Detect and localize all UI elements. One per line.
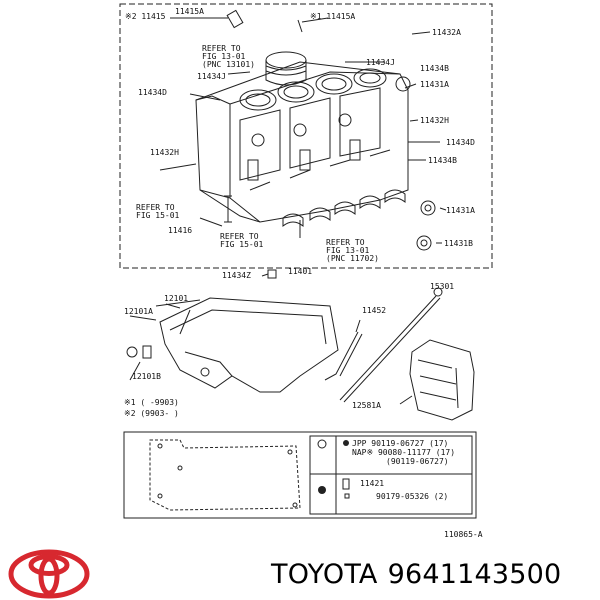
legend-frame — [123, 431, 477, 519]
label-fig-15-01-a: FIG 15-01 — [136, 211, 180, 220]
gasket-drawing — [149, 439, 301, 511]
label-pnc-13101: (PNC 13101) — [202, 60, 255, 69]
label-11434j-left: 11434J — [197, 72, 226, 81]
brand-name: TOYOTA — [271, 559, 378, 590]
label-11434b-top: 11434B — [420, 64, 449, 73]
figure-number: 110865-A — [444, 530, 483, 539]
label-11432a: 11432A — [432, 28, 461, 37]
label-fig-13-01: FIG 13-01 — [202, 52, 246, 61]
dipstick-guide-drawing — [324, 331, 363, 381]
oil-pan-drawing — [155, 297, 339, 393]
oil-baffle-drawing — [409, 339, 475, 421]
label-15301: 15301 — [430, 282, 455, 291]
label-11431a-mid: 11431A — [446, 206, 475, 215]
label-refer-to-1: REFER TO — [202, 44, 241, 53]
label-11434d-right: 11434D — [446, 138, 475, 147]
label-refer-to-2: REFER TO — [136, 203, 175, 212]
label-12101b: 12101B — [132, 372, 161, 381]
label-11415: ※2 11415 — [125, 12, 166, 21]
parts-diagram: ※2 11415 11415A ※1 11415A 11432A REFER T… — [119, 3, 493, 539]
part-number: 9641143500 — [387, 559, 562, 590]
legend-nap: NAP※ 90080-11177 (17) — [352, 448, 456, 457]
label-11431b: 11431B — [444, 239, 473, 248]
label-11416: 11416 — [168, 226, 193, 235]
dipstick-drawing — [339, 295, 441, 403]
label-11452: 11452 — [362, 306, 387, 315]
brand-title: TOYOTA 9641143500 — [271, 559, 571, 590]
label-pnc-11702: (PNC 11702) — [326, 254, 379, 263]
bearing-row-drawing — [282, 189, 406, 228]
label-11431a-top: 11431A — [420, 80, 449, 89]
label-12101: 12101 — [164, 294, 189, 303]
label-11415a-top: 11415A — [175, 7, 204, 16]
label-11434j-right: 11434J — [366, 58, 395, 67]
label-11434z: 11434Z — [222, 271, 251, 280]
block-frame — [119, 3, 493, 269]
legend-nap-alt: (90119-06727) — [386, 457, 449, 466]
legend-11421: 11421 — [360, 479, 385, 488]
label-11434d-left: 11434D — [138, 88, 167, 97]
label-11432h-right: 11432H — [420, 116, 449, 125]
label-refer-to-4: REFER TO — [326, 238, 365, 247]
label-fig-13-01-b: FIG 13-01 — [326, 246, 370, 255]
legend-jpp: JPP 90119-06727 (17) — [352, 439, 449, 448]
legend-90179: 90179-05326 (2) — [376, 492, 449, 501]
label-11401: 11401 — [288, 267, 313, 276]
brand-footer: TOYOTA 9641143500 — [0, 545, 600, 600]
label-12581a: 12581A — [352, 401, 381, 410]
label-11432h-left: 11432H — [150, 148, 179, 157]
toyota-logo-icon — [8, 549, 90, 599]
label-12101a: 12101A — [124, 307, 153, 316]
note-1: ※1 ( -9903) — [124, 398, 179, 407]
diagram-drawing — [119, 3, 493, 519]
piston-drawing — [265, 51, 307, 86]
label-11415a-right: ※1 11415A — [310, 12, 356, 21]
label-11434b-right: 11434B — [428, 156, 457, 165]
label-refer-to-3: REFER TO — [220, 232, 259, 241]
label-fig-15-01-b: FIG 15-01 — [220, 240, 264, 249]
note-2: ※2 (9903- ) — [124, 409, 179, 418]
